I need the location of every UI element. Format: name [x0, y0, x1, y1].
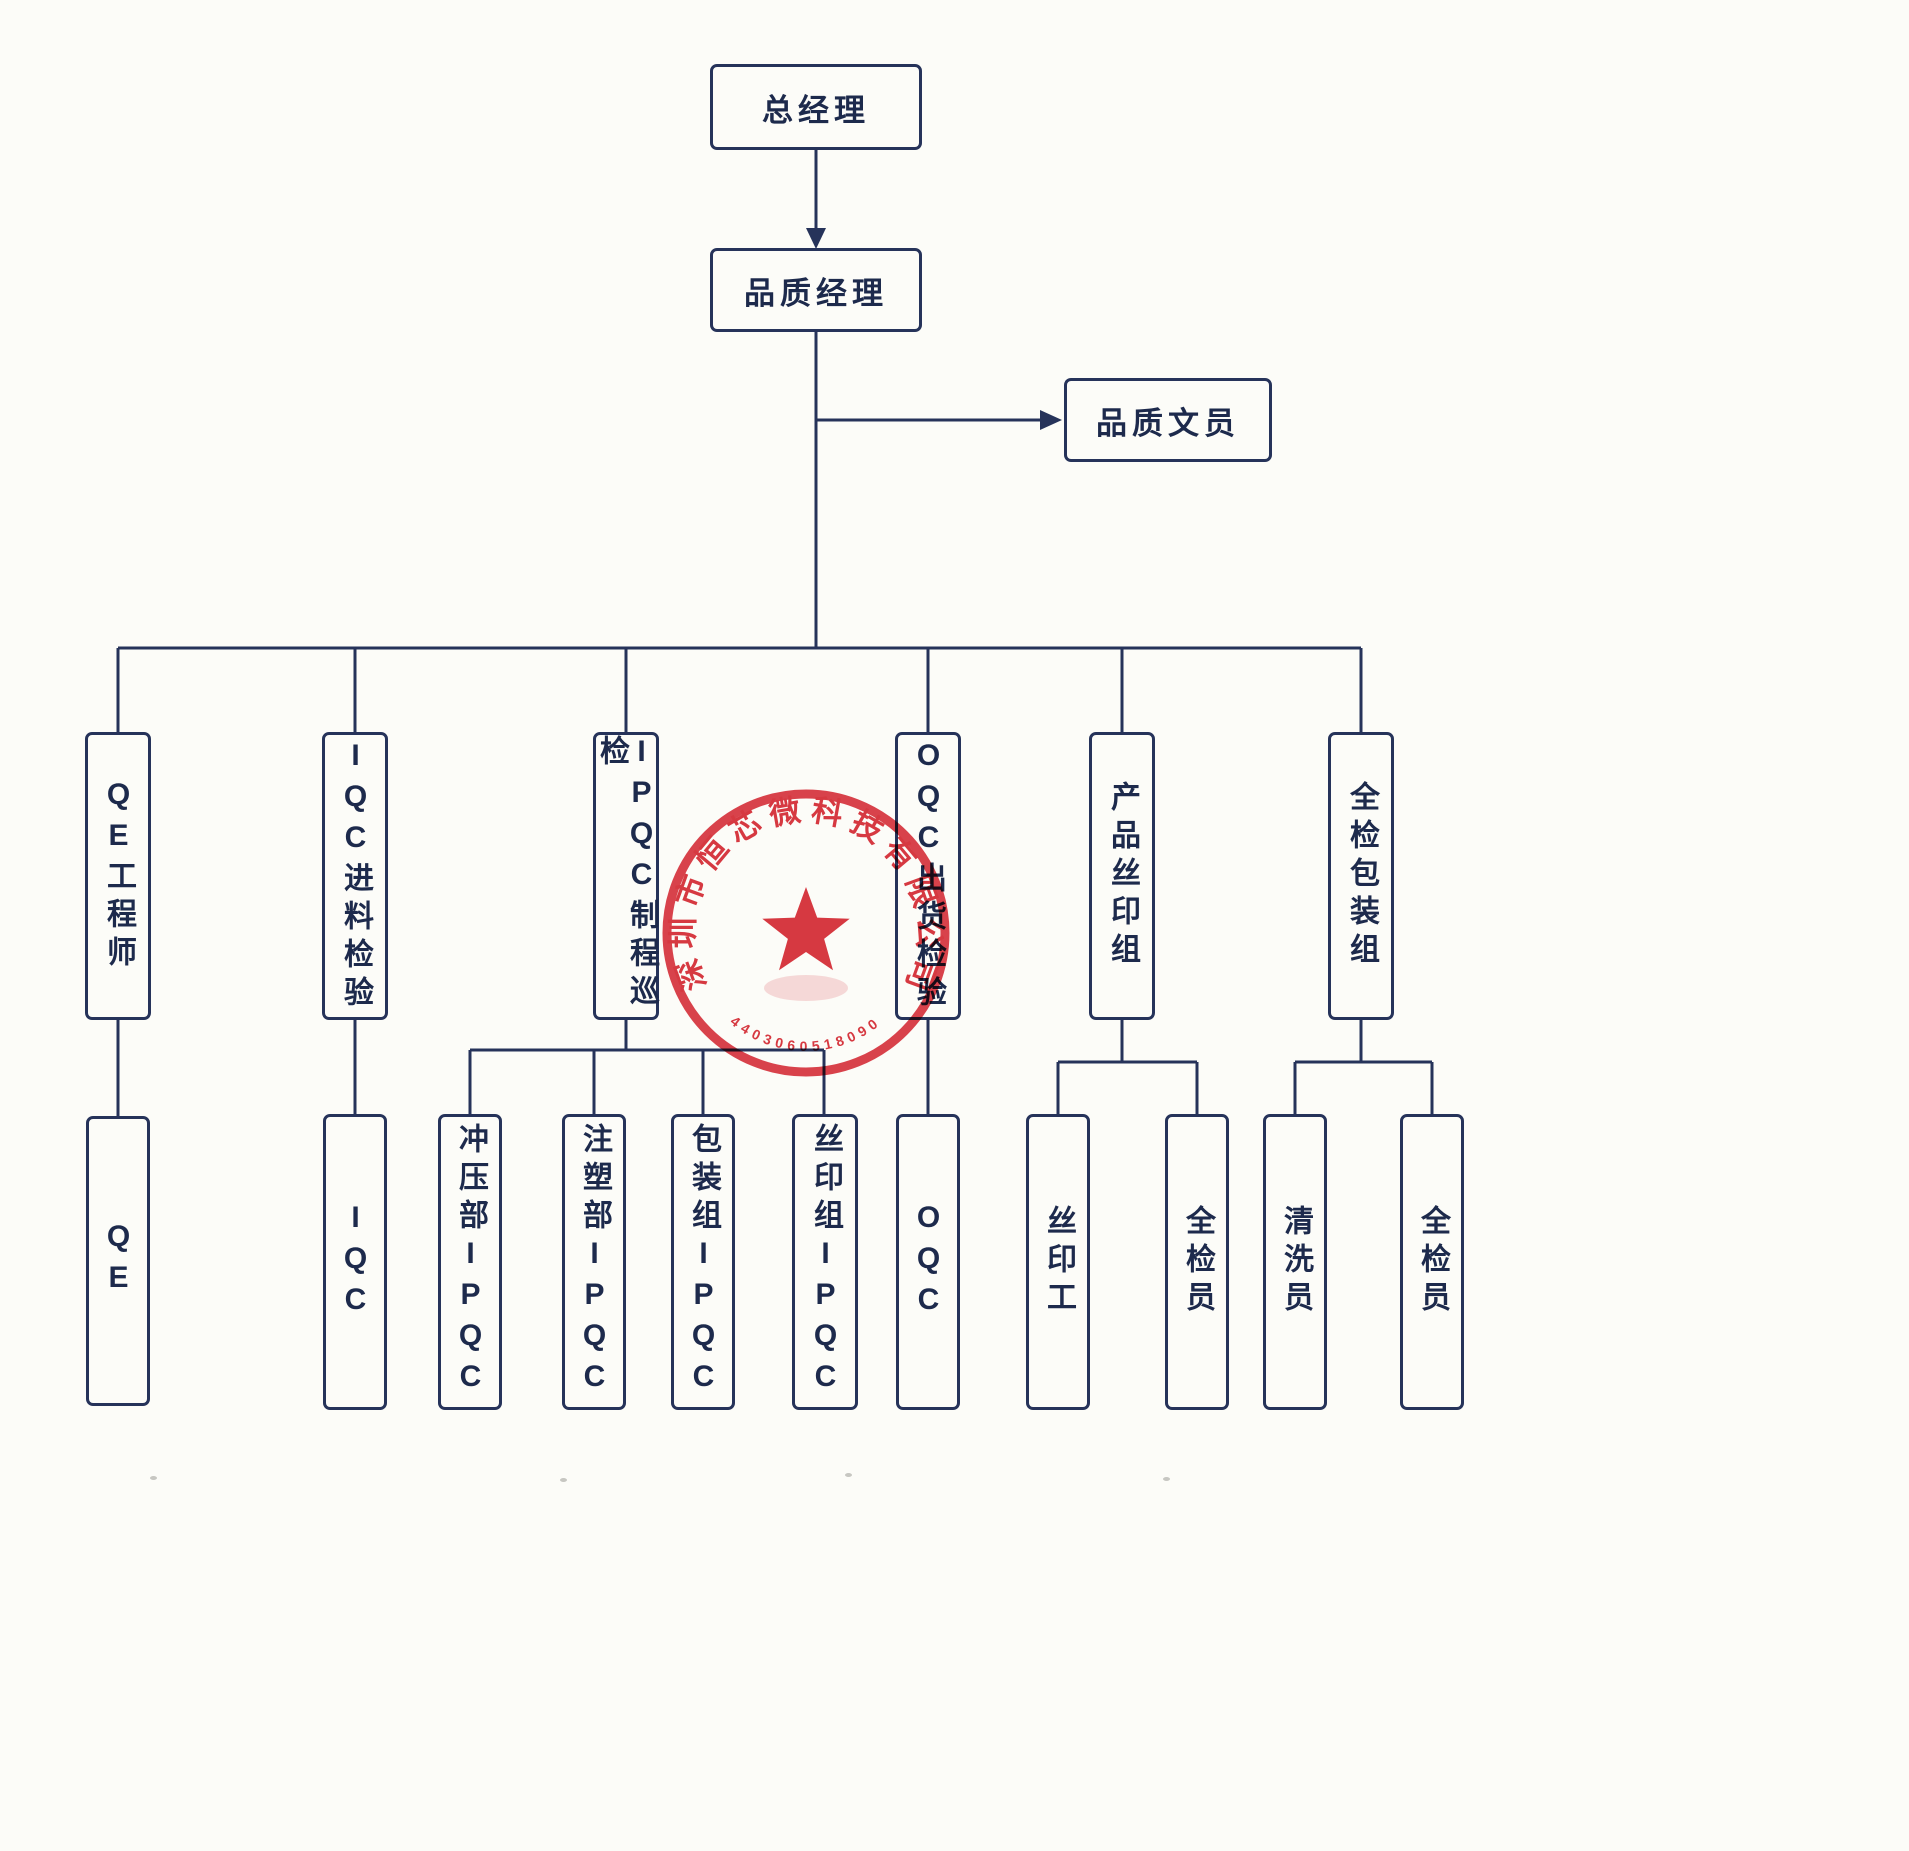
node-packing-group-ipqc: 包装组IPQC — [671, 1114, 735, 1410]
company-seal-stamp: 深圳市恒芯微科技有限公司 4403060518090 — [662, 789, 950, 1077]
node-iqc-incoming-inspection: IQC进料检验 — [322, 732, 388, 1020]
node-label: 总经理 — [762, 92, 870, 128]
node-label: 冲压部IPQC — [454, 1123, 487, 1401]
node-ipqc-process-inspection: IPQC制程巡检 — [593, 732, 659, 1020]
node-punch-dept-ipqc: 冲压部IPQC — [438, 1114, 502, 1410]
node-label: IPQC制程巡检 — [595, 735, 658, 1013]
node-full-inspector-2: 全检员 — [1400, 1114, 1464, 1410]
node-label: 包装组IPQC — [687, 1123, 720, 1401]
node-qe-engineer: QE工程师 — [85, 732, 151, 1020]
svg-text:恒: 恒 — [689, 831, 736, 877]
scan-speck — [560, 1478, 567, 1482]
node-qe: QE — [86, 1116, 150, 1406]
stamp-star — [762, 887, 850, 971]
stamp-smudge — [764, 975, 848, 1001]
scan-speck — [1163, 1477, 1170, 1481]
node-quality-manager: 品质经理 — [710, 248, 922, 332]
node-label: IQC — [339, 1200, 372, 1324]
node-label: 品质文员 — [1096, 405, 1240, 441]
stamp-ring — [662, 789, 950, 1077]
node-label: IQC进料检验 — [339, 738, 372, 1014]
node-label: 丝印组IPQC — [809, 1123, 842, 1401]
node-label: 全检员 — [1181, 1205, 1214, 1319]
node-label: 全检员 — [1416, 1205, 1449, 1319]
node-silkscreen-group-ipqc: 丝印组IPQC — [792, 1114, 858, 1410]
node-label: 丝印工 — [1042, 1205, 1075, 1319]
node-cleaner: 清洗员 — [1263, 1114, 1327, 1410]
svg-text:芯: 芯 — [723, 804, 767, 850]
svg-text:有: 有 — [876, 831, 923, 877]
svg-text:公: 公 — [911, 918, 946, 949]
node-label: QE — [102, 1220, 135, 1302]
node-oqc: OQC — [896, 1114, 960, 1410]
scan-speck — [150, 1476, 157, 1480]
node-label: OQC — [912, 1200, 945, 1324]
node-silkscreen-group: 产品丝印组 — [1089, 732, 1155, 1020]
node-label: QE工程师 — [102, 778, 135, 974]
node-label: 全检包装组 — [1345, 781, 1378, 971]
node-label: 清洗员 — [1279, 1205, 1312, 1319]
stamp-number: 4403060518090 — [728, 1013, 885, 1054]
svg-text:圳: 圳 — [666, 918, 701, 949]
node-iqc: IQC — [323, 1114, 387, 1410]
node-quality-clerk: 品质文员 — [1064, 378, 1272, 462]
svg-text:科: 科 — [809, 792, 846, 832]
node-silkscreen-worker: 丝印工 — [1026, 1114, 1090, 1410]
node-label: 品质经理 — [744, 275, 888, 311]
svg-text:技: 技 — [845, 804, 889, 850]
node-general-manager: 总经理 — [710, 64, 922, 150]
node-molding-dept-ipqc: 注塑部IPQC — [562, 1114, 626, 1410]
node-label: 注塑部IPQC — [578, 1123, 611, 1401]
node-inspection-packing-group: 全检包装组 — [1328, 732, 1394, 1020]
node-full-inspector-1: 全检员 — [1165, 1114, 1229, 1410]
svg-text:微: 微 — [765, 792, 803, 832]
node-label: 产品丝印组 — [1106, 781, 1139, 971]
scan-speck — [845, 1473, 852, 1477]
